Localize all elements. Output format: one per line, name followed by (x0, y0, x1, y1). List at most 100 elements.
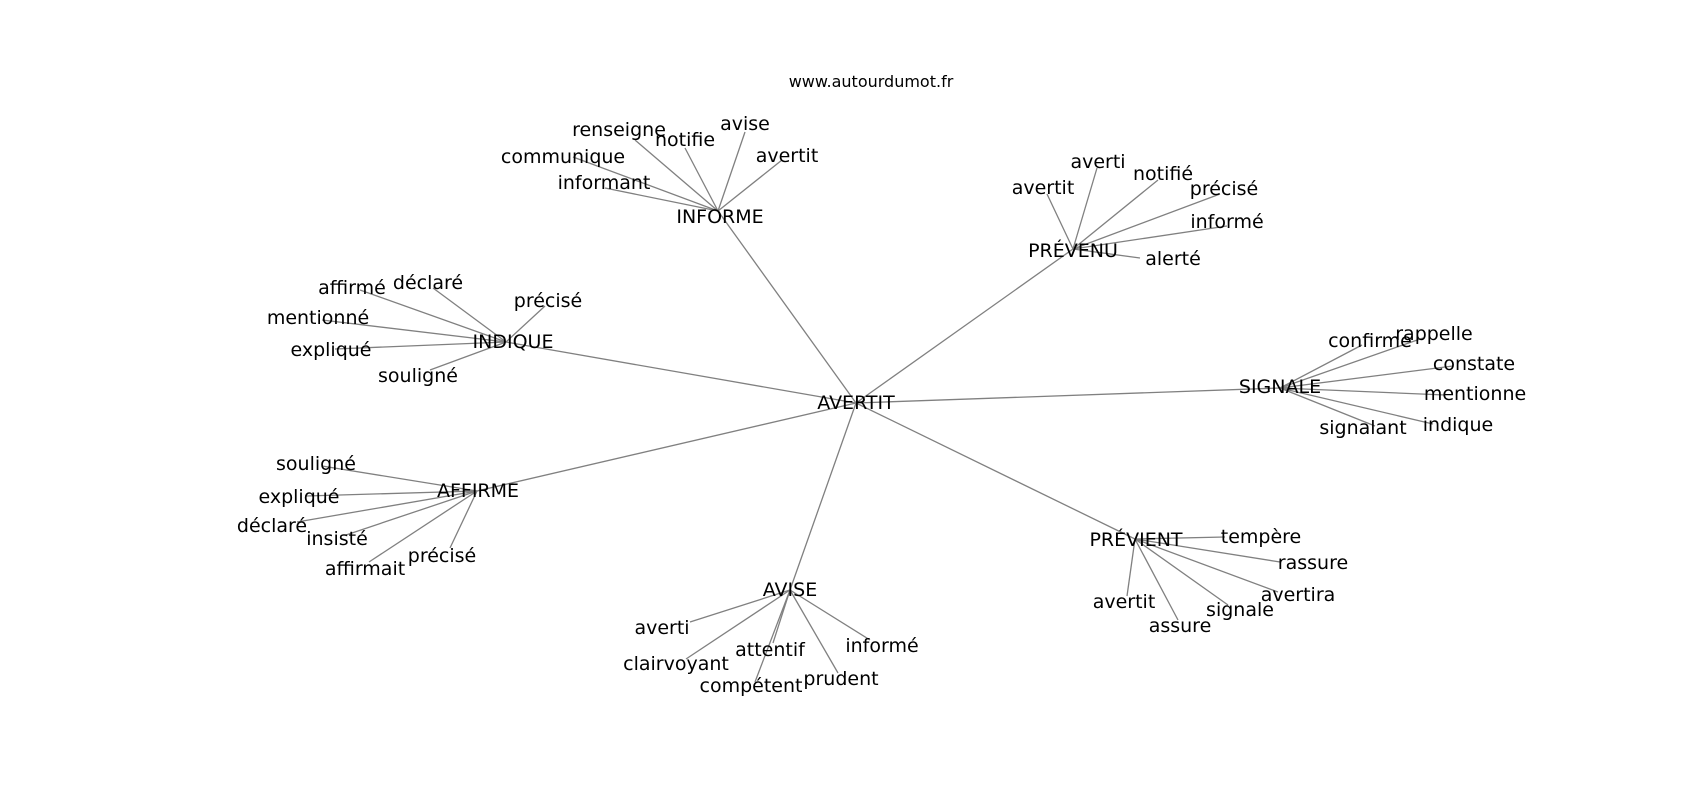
leaf-word[interactable]: attentif (735, 639, 806, 661)
hub-word[interactable]: INFORME (676, 206, 763, 228)
leaf-word[interactable]: constate (1433, 353, 1515, 375)
edge-hub-leaf (359, 289, 507, 343)
leaf-word[interactable]: averti (634, 617, 689, 639)
leaf-word[interactable]: précisé (408, 545, 476, 567)
leaf-word[interactable]: avertira (1261, 584, 1336, 606)
edge-hub-leaf (684, 147, 719, 212)
hub-word[interactable]: PRÉVIENT (1089, 528, 1182, 551)
edge-center-hub (505, 341, 857, 404)
leaf-word[interactable]: insisté (306, 528, 368, 550)
leaf-word[interactable]: rassure (1278, 552, 1348, 574)
edge-hub-leaf (1279, 337, 1424, 389)
edge-hub-leaf (1134, 538, 1281, 563)
hub-word[interactable]: AVISE (763, 579, 817, 601)
hub-word[interactable]: INDIQUE (473, 331, 554, 353)
edge-hub-leaf (685, 589, 791, 660)
edge-hub-leaf (717, 131, 746, 212)
edge-hub-leaf (449, 490, 478, 549)
leaf-word[interactable]: avertit (756, 145, 819, 167)
edge-hub-leaf (296, 490, 478, 523)
edge-hub-leaf (1279, 387, 1434, 425)
edge-hub-leaf (1072, 179, 1159, 250)
leaf-word[interactable]: avise (720, 113, 770, 135)
edge-hub-leaf (345, 490, 478, 536)
leaf-word[interactable]: mentionné (267, 307, 369, 329)
site-watermark: www.autourdumot.fr (788, 72, 954, 91)
edge-hub-leaf (334, 341, 507, 350)
leaf-word[interactable]: précisé (514, 290, 582, 312)
edge-center-hub (789, 402, 857, 591)
leaf-word[interactable]: affirmé (318, 277, 386, 299)
edge-hub-leaf (634, 139, 719, 212)
leaf-word[interactable]: signale (1206, 599, 1274, 621)
edge-center-hub (855, 402, 1136, 540)
edge-hub-leaf (429, 341, 507, 371)
edge-hub-leaf (1134, 538, 1229, 606)
leaf-word[interactable]: expliqué (290, 339, 371, 361)
edge-hub-leaf (1072, 167, 1098, 250)
leaf-word[interactable]: compétent (700, 675, 803, 697)
leaf-word[interactable]: alerté (1145, 248, 1201, 270)
edge-hub-leaf (505, 305, 546, 343)
edge-hub-leaf (368, 490, 478, 563)
edge-hub-leaf (1279, 344, 1363, 389)
leaf-word[interactable]: rappelle (1395, 323, 1473, 345)
edge-hub-leaf (572, 156, 719, 212)
edge-hub-leaf (604, 187, 719, 212)
leaf-word[interactable]: indique (1423, 414, 1493, 436)
leaf-word[interactable]: souligné (276, 453, 356, 475)
leaf-word[interactable]: informant (558, 172, 651, 194)
edge-hub-leaf (789, 589, 839, 674)
edge-hub-leaf (1279, 387, 1446, 396)
leaf-word[interactable]: tempère (1221, 526, 1301, 548)
leaf-word[interactable]: notifié (1133, 163, 1193, 185)
edge-hub-leaf (1126, 538, 1136, 597)
leaf-word[interactable]: expliqué (258, 486, 339, 508)
edge-hub-leaf (321, 319, 507, 343)
edge-hub-leaf (321, 465, 478, 492)
leaf-word[interactable]: précisé (1190, 178, 1258, 200)
edge-hub-leaf (1072, 193, 1221, 250)
edge-hub-leaf (754, 589, 791, 683)
hub-word[interactable]: AFFIRME (437, 480, 519, 502)
leaf-word[interactable]: renseigne (572, 119, 666, 141)
leaf-word[interactable]: informé (845, 635, 918, 657)
edge-center-hub (855, 387, 1281, 404)
leaf-word[interactable]: informé (1190, 211, 1263, 233)
leaf-word[interactable]: assure (1149, 615, 1212, 637)
edge-center-hub (855, 248, 1074, 404)
leaf-word[interactable]: déclaré (393, 272, 463, 294)
edge-hub-leaf (1072, 248, 1141, 259)
edge-hub-leaf (305, 490, 478, 497)
edge-hub-leaf (432, 287, 507, 343)
leaf-word[interactable]: déclaré (237, 515, 307, 537)
leaf-word[interactable]: averti (1070, 151, 1125, 173)
edge-center-hub (476, 402, 857, 492)
edge-hub-leaf (1279, 365, 1454, 389)
edge-hub-leaf (1134, 536, 1226, 540)
leaf-word[interactable]: affirmait (325, 558, 405, 580)
edge-hub-leaf (1134, 538, 1279, 593)
edge-hub-leaf (689, 589, 791, 623)
edge-hub-leaf (717, 159, 783, 212)
leaf-word[interactable]: communique (501, 146, 625, 168)
hub-word[interactable]: PRÉVENU (1028, 239, 1118, 262)
leaf-word[interactable]: mentionne (1424, 383, 1526, 405)
leaf-word[interactable]: avertit (1012, 177, 1075, 199)
edge-hub-leaf (789, 589, 871, 641)
edge-hub-leaf (1046, 193, 1074, 250)
leaf-word[interactable]: souligné (378, 365, 458, 387)
leaf-word[interactable]: confirme (1328, 330, 1412, 352)
edge-hub-leaf (1134, 538, 1179, 621)
center-word[interactable]: AVERTIT (817, 392, 895, 414)
edge-hub-leaf (1072, 225, 1228, 250)
leaf-word[interactable]: clairvoyant (623, 653, 729, 675)
edge-center-hub (717, 210, 857, 404)
edge-hub-leaf (1279, 387, 1376, 427)
leaf-word[interactable]: avertit (1093, 591, 1156, 613)
leaf-word[interactable]: notifie (655, 129, 715, 151)
hub-word[interactable]: SIGNALE (1239, 376, 1321, 398)
leaf-word[interactable]: prudent (803, 668, 878, 690)
leaf-word[interactable]: signalant (1319, 417, 1406, 439)
